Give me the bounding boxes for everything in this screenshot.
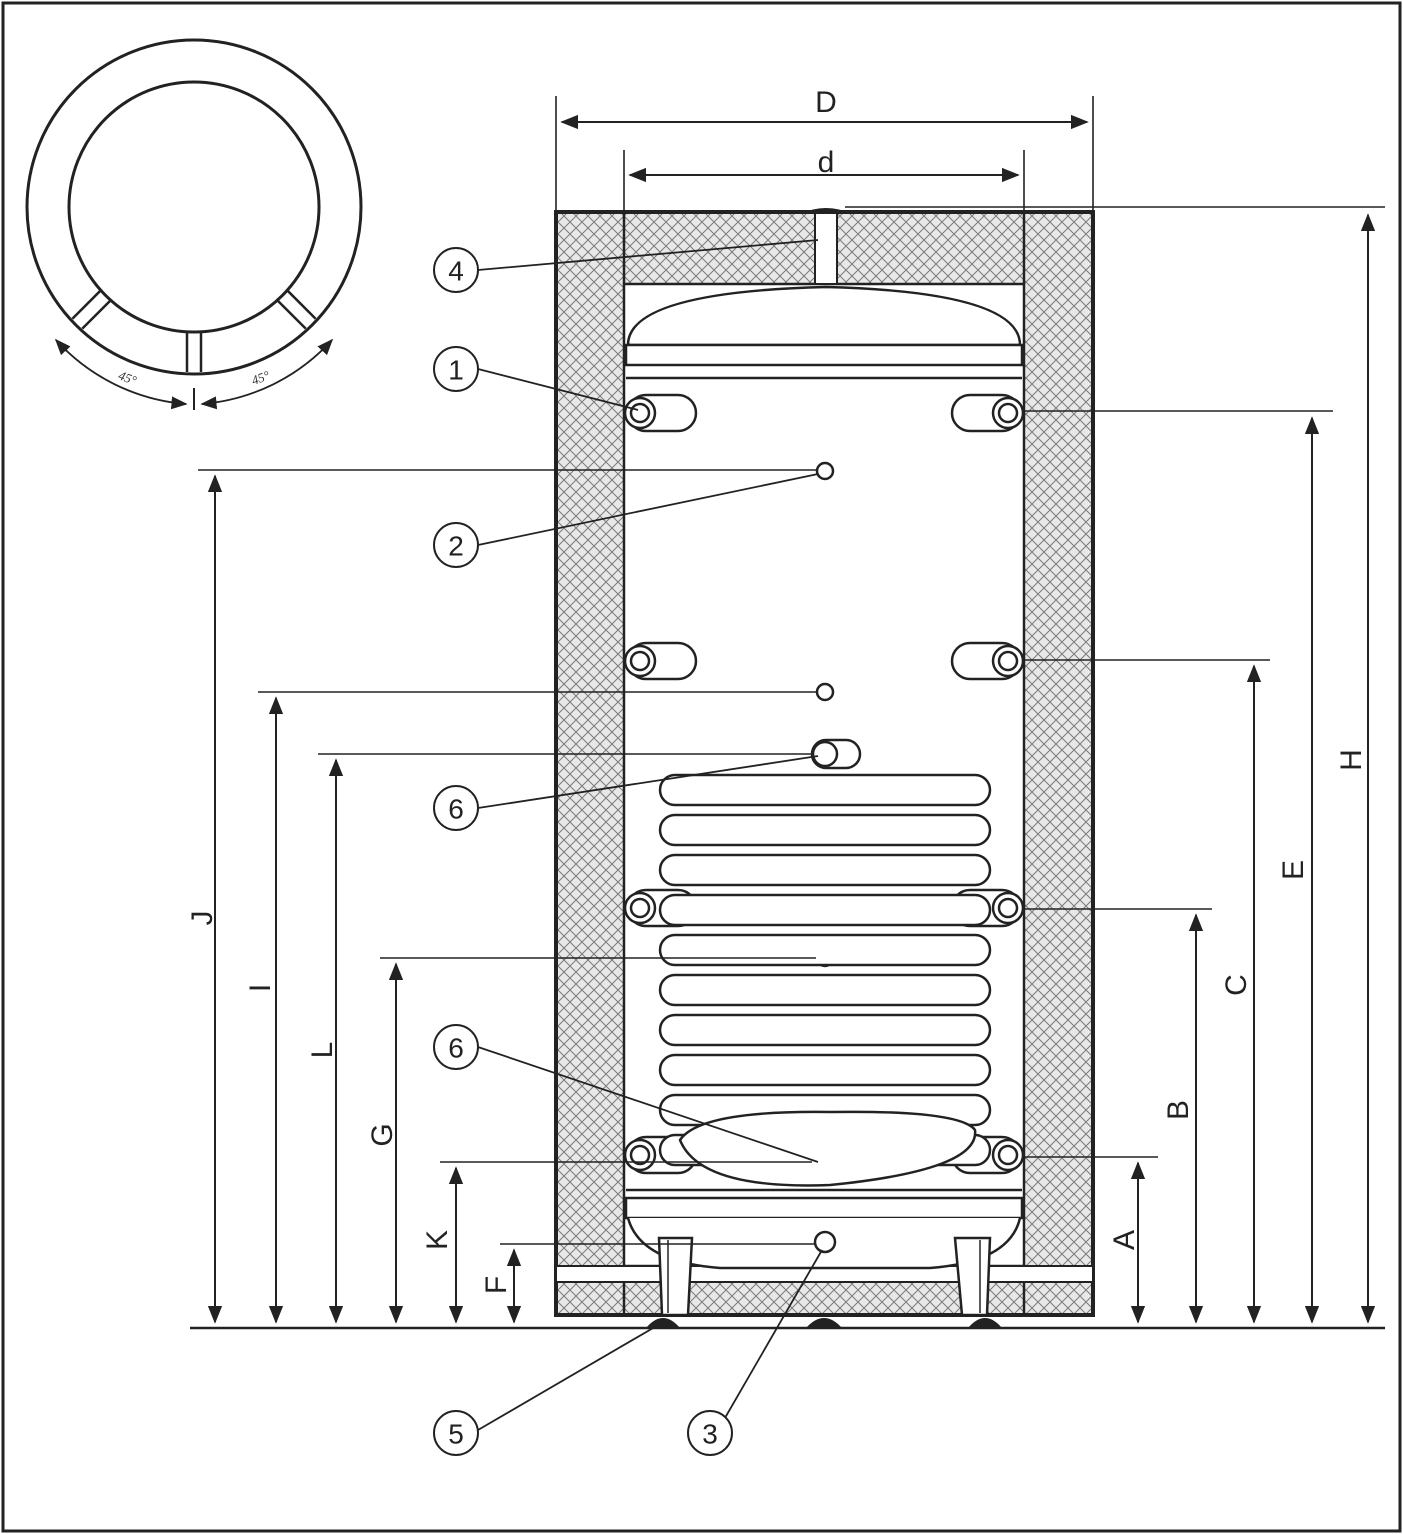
extension-lines <box>198 96 1385 1245</box>
dim-label-L: L <box>306 1042 339 1059</box>
coil-turn <box>658 773 992 807</box>
dim-label-J: J <box>186 911 219 926</box>
coil-bottom-turn <box>678 1110 977 1187</box>
dim-label-A: A <box>1108 1230 1141 1250</box>
angle-label-left: 45° <box>116 368 138 388</box>
coil-turn <box>658 973 992 1007</box>
angle-arc-right <box>200 338 334 410</box>
top-view: 45° 45° <box>25 38 363 410</box>
dim-label-d: d <box>818 146 835 179</box>
dim-label-E: E <box>1277 860 1310 880</box>
dim-label-F: F <box>480 1276 513 1294</box>
callout-3: 3 <box>687 1410 733 1456</box>
callout-5: 5 <box>433 1410 479 1456</box>
dimension-lines <box>207 114 1376 1324</box>
callout-2: 2 <box>433 522 479 568</box>
svg-text:6: 6 <box>448 1033 464 1064</box>
svg-text:3: 3 <box>702 1419 718 1450</box>
callout-6-bottom: 6 <box>433 1024 479 1070</box>
dim-label-K: K <box>421 1230 454 1250</box>
plan-inner-circle <box>67 80 321 334</box>
dim-label-I: I <box>244 984 277 992</box>
coil-turn <box>658 1053 992 1087</box>
coil-turn <box>658 1013 992 1047</box>
callout-1: 1 <box>433 346 479 392</box>
angle-arc-left <box>54 338 188 410</box>
svg-text:2: 2 <box>448 531 464 562</box>
svg-text:4: 4 <box>448 256 464 287</box>
dim-label-B: B <box>1162 1100 1195 1120</box>
coil-top-inlet <box>810 738 862 770</box>
callout-6-top: 6 <box>433 785 479 831</box>
callout-4: 4 <box>433 247 479 293</box>
svg-text:6: 6 <box>448 794 464 825</box>
svg-text:1: 1 <box>448 355 464 386</box>
heating-coil <box>658 773 992 1187</box>
coil-turn <box>658 933 992 967</box>
plan-nozzle-left <box>71 289 112 330</box>
plan-nozzle-right <box>276 289 317 330</box>
callout-leaders <box>477 239 823 1431</box>
svg-text:5: 5 <box>448 1419 464 1450</box>
dim-label-G: G <box>366 1123 399 1146</box>
dim-label-H: H <box>1335 749 1368 771</box>
coil-turn <box>658 893 992 927</box>
coil-turn <box>658 853 992 887</box>
tank-vessel <box>190 208 1385 1330</box>
angle-label-right: 45° <box>249 368 271 388</box>
dim-label-C: C <box>1220 974 1253 996</box>
dim-label-D: D <box>815 86 837 119</box>
coil-turn <box>658 813 992 847</box>
